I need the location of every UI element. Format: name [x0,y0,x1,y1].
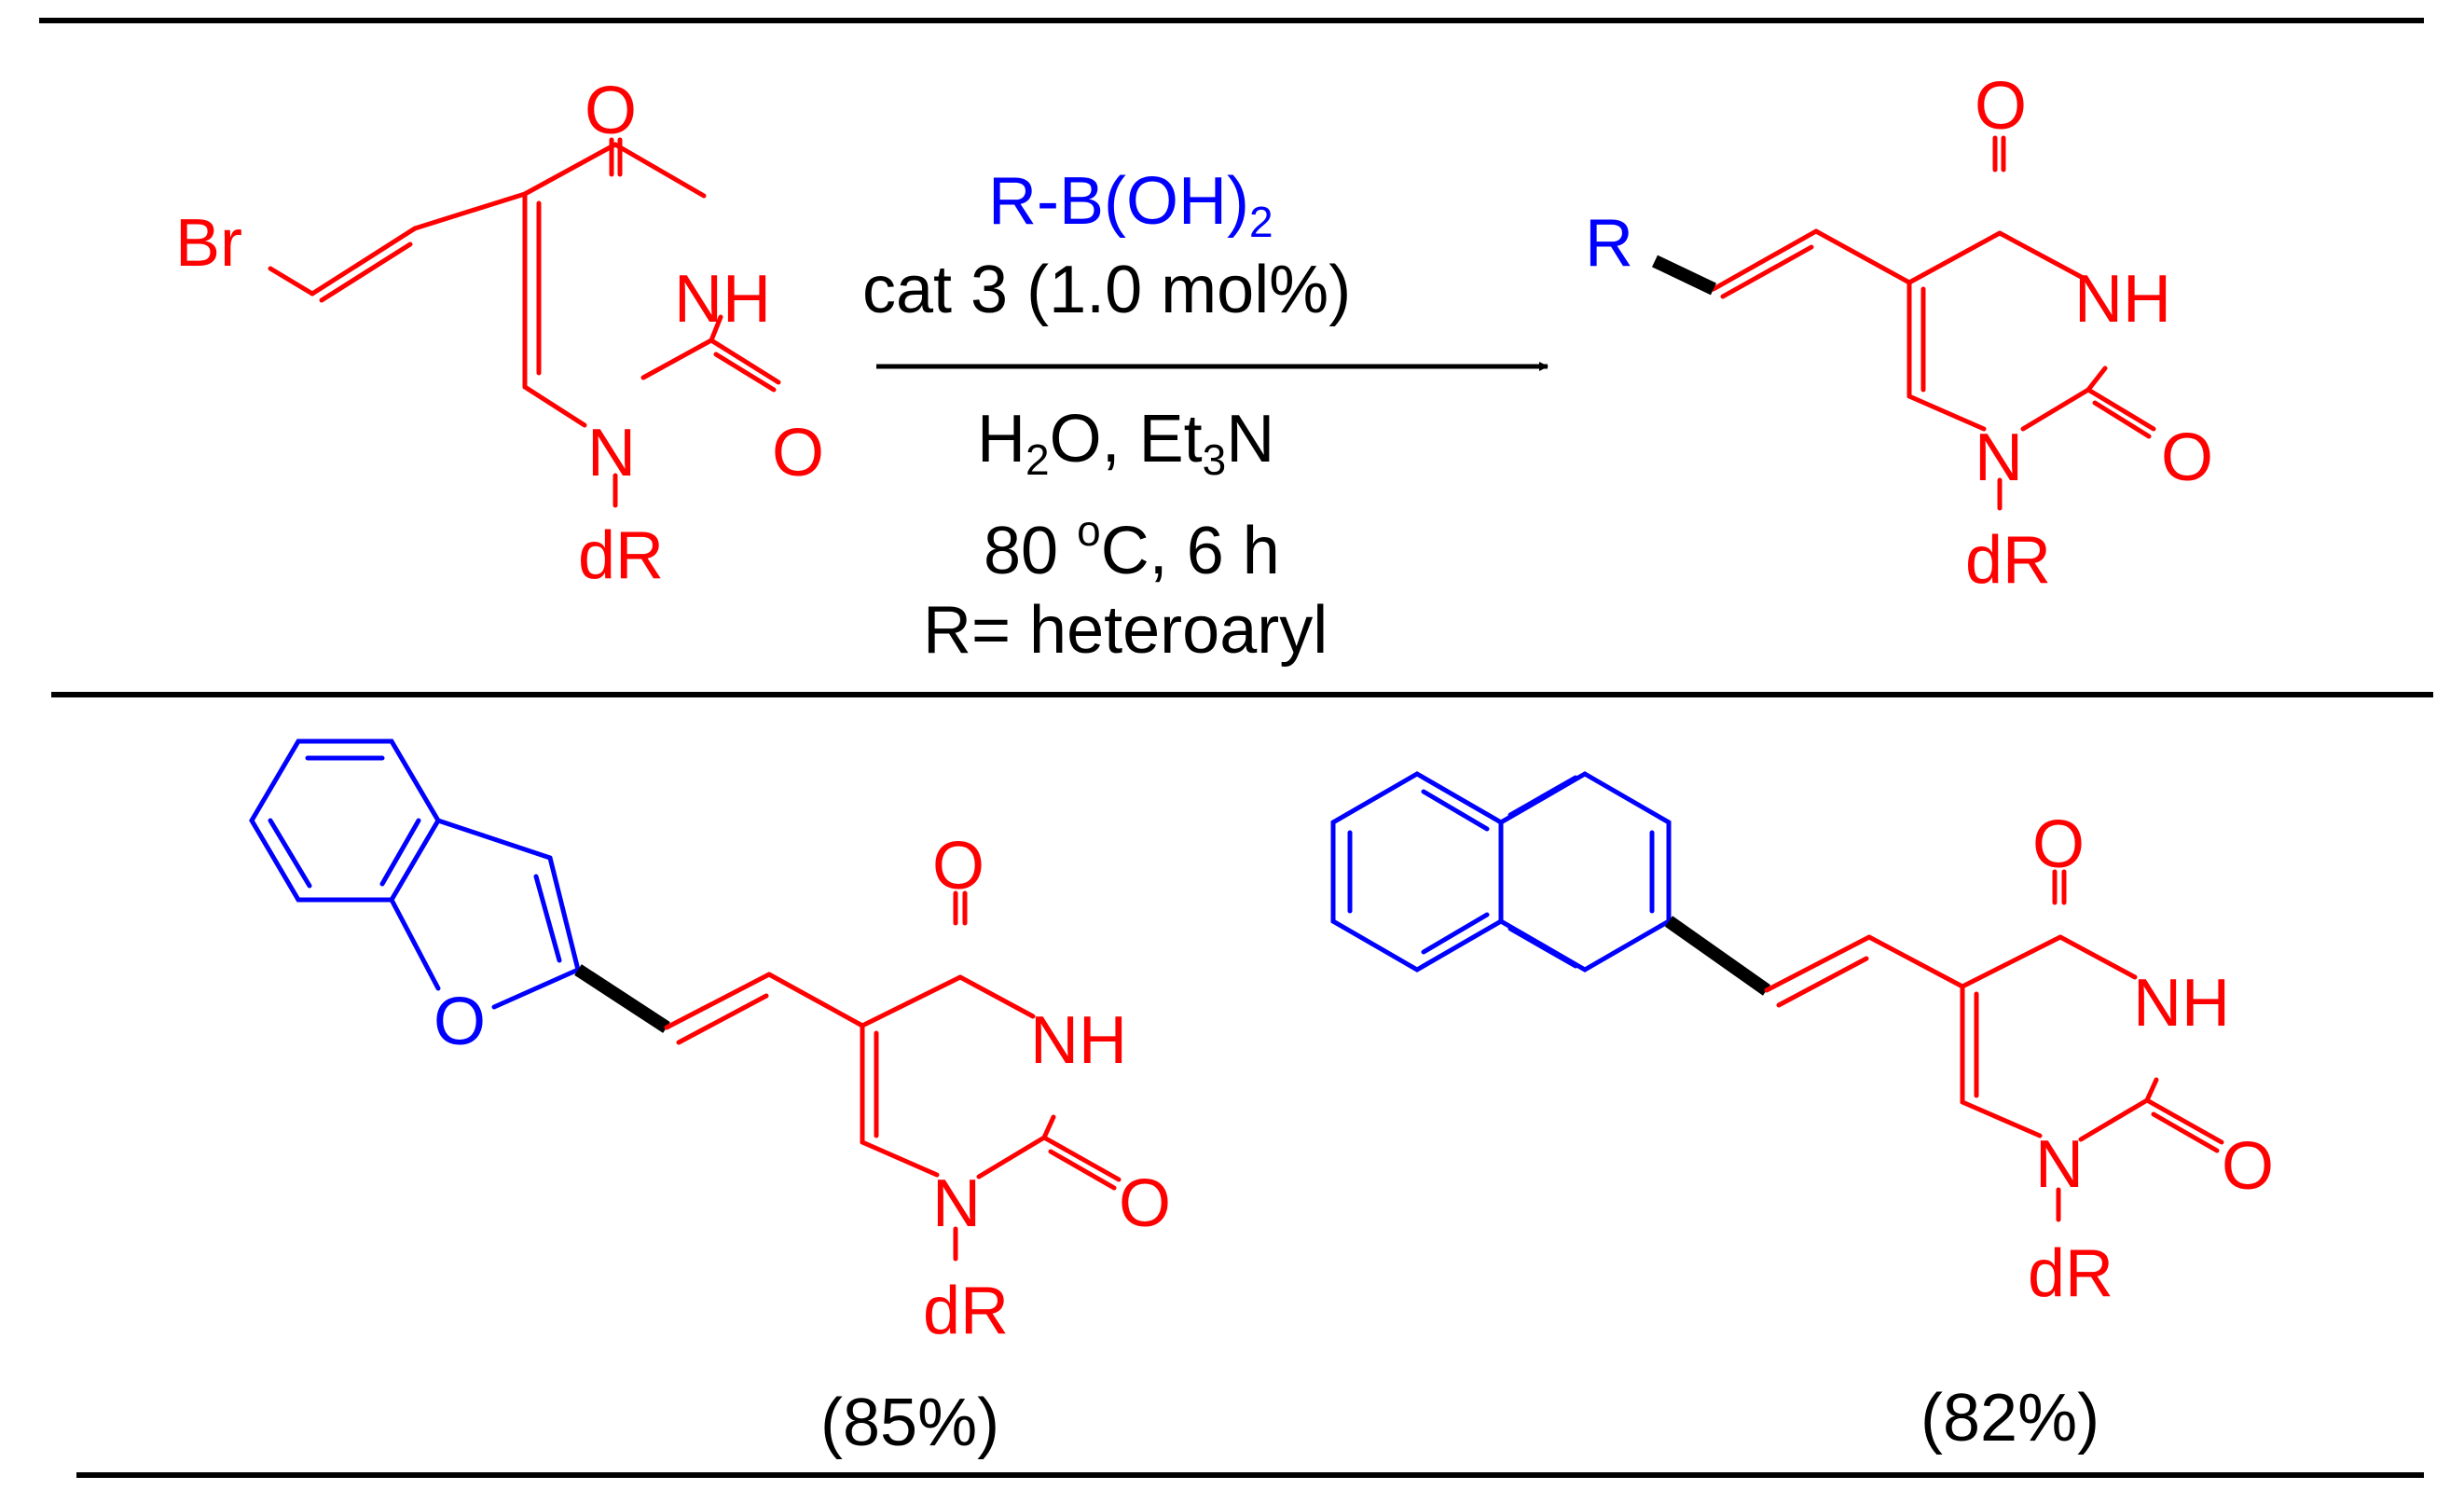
example1-o-top-label: O [932,829,984,904]
r-definition: R= heteroaryl [923,593,1328,668]
benzofuran-o-label: O [434,985,486,1059]
catalyst-loading: cat 3 (1.0 mol%) [862,253,1351,327]
product-o-top-label: O [1975,69,2027,144]
reactant-dr-label: dR [578,518,664,593]
example1-yield: (85%) [820,1386,999,1460]
boronic-acid-reagent: R-B(OH)2 [988,164,1273,246]
example2-nh-label: NH [2133,966,2230,1041]
example2-o-right-label: O [2222,1129,2274,1204]
temperature-time: 80 oC, 6 h [984,506,1280,588]
product-new-cc-bond [1651,255,1717,296]
product-structure: O NH O N dR [1651,69,2213,598]
reactant-br-label: Br [175,206,242,281]
reactant-nh-label: NH [674,262,771,337]
reactant-o-right-label: O [772,416,824,490]
reactant-structure: Br O NH O N dR [175,74,824,593]
example2-yield: (82%) [1920,1381,2099,1456]
example1-o-right-label: O [1119,1166,1171,1241]
example2-n-label: N [2035,1127,2084,1202]
example2-o-top-label: O [2032,807,2085,882]
example1-n-label: N [932,1166,981,1241]
solvent-base: H2O, Et3N [977,402,1274,484]
reactant-o-top-label: O [585,74,637,148]
product-n-label: N [1975,421,2023,495]
example1-nh-label: NH [1030,1003,1127,1078]
example1-dr-label: dR [923,1274,1009,1348]
product-dr-label: dR [1965,523,2051,598]
example1-new-cc-bond [574,964,670,1033]
example-naphthyl: O NH O N dR (82%) [1330,771,2274,1456]
product-nh-label: NH [2074,262,2171,337]
example2-dr-label: dR [2028,1236,2113,1311]
example-benzofuran: O O NH O N dR (85%) [249,738,1171,1460]
example2-new-cc-bond [1664,916,1771,996]
reactant-n-label: N [587,416,636,490]
product-o-right-label: O [2161,421,2213,495]
product-r-label: R [1585,206,1633,281]
